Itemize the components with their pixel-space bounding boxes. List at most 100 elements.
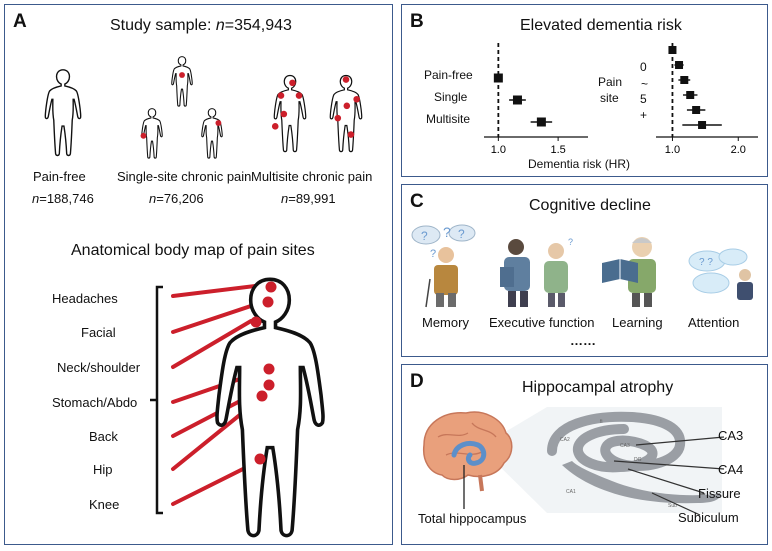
site-headaches: Headaches (52, 291, 118, 306)
site-tick-tilde: ~ (641, 77, 649, 91)
multisite-figure-right (329, 74, 363, 153)
body-map-figure (215, 277, 325, 538)
dot-knee (254, 453, 266, 465)
panel-b-xlabel: Dementia risk (HR) (528, 157, 631, 171)
single-site-figure-top (171, 56, 193, 107)
dot-stomach (263, 363, 275, 375)
region-fissure: Fissure (698, 486, 741, 501)
forest-left-point-0 (493, 73, 503, 83)
forest-right-tick-label-1: 2.0 (731, 144, 746, 156)
forest-right-point-0 (668, 46, 677, 54)
body-map-drawing (150, 277, 325, 538)
tiny-label-fi: fi (600, 419, 603, 425)
body-map-title: Anatomical body map of pain sites (71, 242, 315, 259)
line-headaches (171, 283, 265, 298)
single-site-figure-right (201, 108, 223, 159)
study-sample-title: Study sample: n=354,943 (110, 17, 292, 35)
svg-text:?: ? (421, 229, 428, 243)
group-pain-free-n: n=188,746 (32, 191, 94, 206)
domain-attention: Attention (688, 315, 740, 330)
learning-illustration (602, 237, 656, 307)
domain-memory: Memory (422, 315, 469, 330)
hippocampus-drawing: fi CA2 CA3 DG CA1 Sub (422, 407, 725, 516)
forest-left-tick-label-1: 1.5 (550, 144, 565, 156)
forest-left-tick-label-0: 1.0 (491, 144, 506, 156)
svg-text:?: ? (458, 227, 465, 241)
group-pain-free-n-value: =188,746 (39, 191, 94, 206)
site-bracket (150, 285, 163, 515)
forest-right-point-4 (692, 106, 701, 114)
memory-illustration: ? ? ? ? (411, 224, 476, 308)
executive-function-illustration: ? (500, 237, 573, 307)
panel-d-label: D (410, 371, 424, 392)
dot-facial (262, 296, 274, 308)
panel-a-label: A (13, 11, 27, 32)
study-sample-prefix: Study sample: (110, 17, 216, 34)
forest-right-point-3 (686, 91, 695, 99)
site-facial: Facial (81, 325, 116, 340)
group-single-site-name: Single-site chronic pain (117, 169, 252, 184)
single-site-figure-left (140, 108, 163, 159)
region-ca4: CA4 (718, 462, 744, 477)
domain-more: …… (570, 333, 596, 348)
tiny-label-dg: DG (634, 457, 642, 463)
forest-plot-left: 1.0 1.5 (484, 43, 588, 156)
panel-c-title: Cognitive decline (529, 197, 651, 214)
site-tick-5: 5 (640, 92, 647, 106)
hippocampus-section (547, 411, 686, 473)
tiny-label-sub: Sub (668, 503, 677, 509)
category-multisite: Multisite (426, 112, 471, 126)
svg-text:?: ? (430, 248, 436, 260)
group-multisite-n-value: =89,991 (288, 191, 336, 206)
pointer-fissure (627, 468, 705, 494)
svg-text:?: ? (568, 237, 573, 247)
dot-abdo (263, 379, 275, 391)
group-single-site-n-value: =76,206 (156, 191, 204, 206)
pain-site-label-2: site (600, 91, 619, 105)
domain-learning: Learning (612, 315, 663, 330)
site-knee: Knee (89, 497, 120, 512)
line-facial (171, 300, 265, 334)
forest-right-point-1 (675, 61, 684, 69)
forest-plot-right: 1.0 2.0 (656, 43, 758, 156)
panel-b-label: B (410, 11, 424, 32)
forest-right-point-5 (698, 121, 707, 129)
forest-left-point-2 (536, 117, 546, 127)
group-pain-free-n-label: n (32, 191, 40, 206)
panel-c-label: C (410, 191, 424, 212)
group-single-site-n-label: n (149, 191, 157, 206)
brain-hippocampus (451, 440, 487, 466)
domain-executive-function: Executive function (489, 315, 595, 330)
dot-back (256, 390, 268, 402)
site-back: Back (89, 429, 118, 444)
forest-left-point-1 (512, 95, 522, 105)
panel-a: A Study sample: n=354,943 Pain-free n=18… (4, 4, 393, 545)
multisite-figure-left (271, 74, 307, 153)
svg-text:? ?: ? ? (699, 257, 713, 268)
site-neck-shoulder: Neck/shoulder (57, 360, 141, 375)
group-multisite-n: n=89,991 (281, 191, 336, 206)
attention-illustration: ? ? (688, 248, 753, 300)
pointer-subiculum (651, 492, 701, 516)
site-stomach-abdo: Stomach/Abdo (52, 395, 138, 410)
tiny-label-ca3: CA3 (620, 443, 630, 449)
panel-c: C Cognitive decline ? ? ? ? ? (401, 184, 768, 357)
group-multisite-n-label: n (281, 191, 289, 206)
site-tick-0: 0 (640, 60, 647, 74)
dot-neck-shoulder (250, 316, 262, 328)
site-hip: Hip (93, 462, 113, 477)
study-sample-n: n (215, 17, 225, 34)
site-tick-plus: + (640, 108, 648, 122)
pointer-ca3 (635, 436, 725, 446)
region-subiculum: Subiculum (678, 510, 739, 525)
tiny-label-ca1: CA1 (566, 489, 576, 495)
pain-site-label-1: Pain (598, 75, 623, 89)
tiny-label-ca2: CA2 (560, 437, 570, 443)
panel-d-title: Hippocampal atrophy (522, 379, 674, 396)
study-sample-value: =354,943 (224, 17, 292, 34)
total-hippocampus-label: Total hippocampus (418, 511, 527, 526)
dot-headaches (265, 281, 277, 293)
panel-d: D Hippocampal atrophy fi CA2 CA3 DG CA1 … (401, 364, 768, 545)
line-neck-shoulder (171, 319, 253, 369)
forest-right-tick-label-0: 1.0 (665, 144, 680, 156)
